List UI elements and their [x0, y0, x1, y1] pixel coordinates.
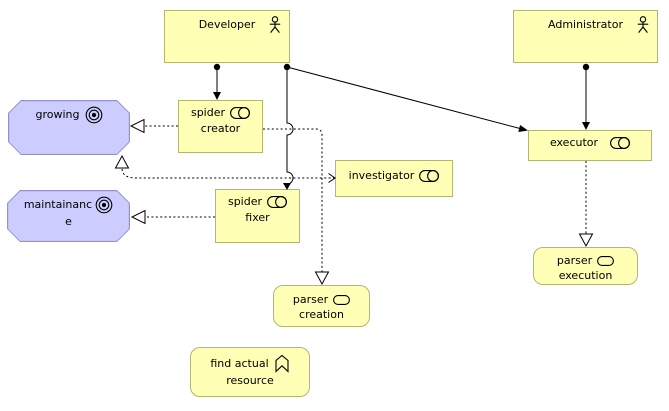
node-executor[interactable]: executor — [528, 130, 652, 161]
connector-administrator-executor-assignment[interactable] — [582, 63, 590, 130]
connector-spider-creator-growing-realization[interactable] — [129, 118, 178, 134]
node-developer[interactable]: Developer — [164, 10, 290, 63]
node-growing-label: growing — [35, 108, 80, 122]
node-maintainance-body: maintainanc e — [8, 191, 129, 241]
node-investigator[interactable]: investigator — [335, 160, 453, 197]
node-executor-label: executor — [549, 136, 599, 149]
connector-investigator-growing-realization[interactable] — [114, 154, 336, 179]
node-growing[interactable]: growing — [8, 100, 130, 155]
node-spider-fixer[interactable]: spider fixer — [215, 189, 300, 243]
node-spider-fixer-label: spider — [227, 195, 263, 208]
node-administrator-label: Administrator — [548, 18, 623, 31]
service-icon — [333, 295, 350, 305]
node-maintainance-label2: e — [65, 215, 72, 229]
node-developer-label: Developer — [198, 18, 256, 31]
node-find-actual-resource-label2: resource — [226, 374, 274, 387]
node-parser-execution-label2: execution — [558, 269, 613, 282]
node-spider-creator-label2: creator — [200, 122, 241, 135]
node-spider-creator-label: spider — [190, 106, 226, 119]
node-investigator-label: investigator — [348, 169, 415, 182]
node-parser-creation-label2: creation — [299, 308, 344, 321]
connector-developer-spider-creator-assignment[interactable] — [213, 63, 221, 100]
component-icon — [230, 107, 250, 119]
node-maintainance-label: maintainanc — [23, 198, 93, 212]
node-maintainance[interactable]: maintainanc e — [7, 190, 130, 242]
actor-icon — [637, 16, 649, 34]
node-parser-execution-label: parser — [556, 254, 593, 267]
node-parser-execution[interactable]: parser execution — [533, 247, 638, 285]
connector-developer-spider-fixer-assignment[interactable] — [283, 63, 294, 190]
component-icon — [610, 137, 630, 149]
actor-icon — [269, 16, 281, 34]
connector-spider-fixer-maintainance-realization[interactable] — [130, 209, 215, 225]
node-administrator[interactable]: Administrator — [513, 10, 658, 63]
service-icon — [597, 256, 614, 266]
component-icon — [267, 196, 287, 208]
node-parser-creation[interactable]: parser creation — [273, 285, 370, 327]
component-icon — [419, 170, 439, 182]
node-find-actual-resource[interactable]: find actual resource — [190, 347, 310, 397]
connector-executor-parser-execution-realization[interactable] — [578, 161, 594, 248]
function-icon — [274, 354, 290, 373]
goal-icon — [95, 196, 113, 214]
node-spider-fixer-label2: fixer — [245, 211, 270, 224]
node-find-actual-resource-label: find actual — [210, 356, 269, 370]
connector-developer-executor-assignment[interactable] — [286, 66, 528, 132]
node-spider-creator[interactable]: spider creator — [178, 100, 263, 153]
node-growing-body: growing — [9, 101, 129, 154]
goal-icon — [85, 106, 103, 124]
node-parser-creation-label: parser — [292, 293, 329, 306]
